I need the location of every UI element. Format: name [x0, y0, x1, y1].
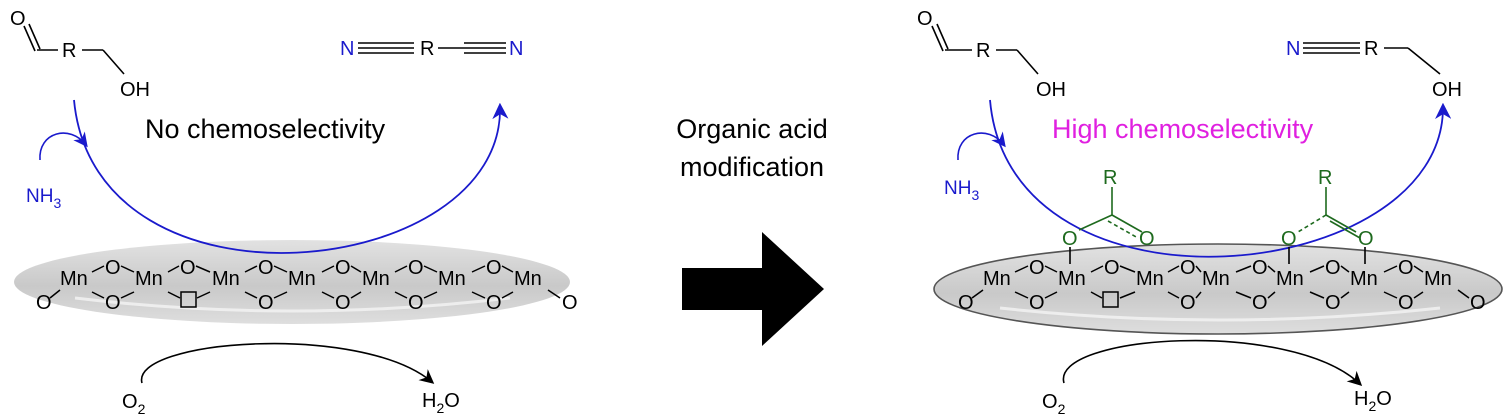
right-surface-bonds [971, 265, 1470, 299]
svg-text:O: O [562, 292, 578, 314]
left-caption: No chemoselectivity [145, 114, 386, 144]
svg-text:Mn: Mn [1058, 268, 1086, 290]
left-reactant-hydroxyaldehyde: O R OH [10, 8, 150, 101]
svg-text:O: O [408, 257, 424, 279]
left-reactant-r: R [62, 40, 76, 62]
svg-text:O: O [1252, 292, 1268, 314]
middle-label-line2: modification [680, 152, 824, 182]
svg-text:Mn: Mn [1350, 268, 1378, 290]
svg-text:Mn: Mn [1424, 268, 1452, 290]
svg-text:Mn: Mn [212, 268, 240, 290]
svg-text:Mn: Mn [983, 268, 1011, 290]
right-o2-label: O2 [1042, 391, 1066, 417]
carboxylate-2-o-left: O [1281, 228, 1297, 250]
left-o2-label: O2 [122, 391, 146, 417]
left-panel: O R OH N R N NH3 No chemoselectivity O M… [10, 8, 578, 417]
middle-transition: Organic acid modification [676, 114, 828, 346]
svg-text:O: O [105, 257, 121, 279]
right-reactant-r: R [976, 40, 990, 62]
svg-text:O: O [486, 257, 502, 279]
right-nh3-label: NH3 [944, 178, 979, 203]
left-surface-bonds [49, 265, 561, 299]
right-product-r: R [1364, 38, 1378, 60]
svg-text:Mn: Mn [60, 268, 88, 290]
svg-text:O: O [1398, 292, 1414, 314]
left-product-n1: N [340, 38, 354, 60]
svg-text:O: O [258, 292, 274, 314]
right-panel: O R OH N R OH NH3 High chemoselectivity [917, 8, 1503, 417]
svg-text:O: O [408, 292, 424, 314]
carboxylate-2-r: R [1318, 167, 1332, 189]
right-reactant-hydroxyaldehyde: O R OH [917, 8, 1066, 101]
svg-text:O: O [258, 257, 274, 279]
svg-text:O: O [1325, 292, 1341, 314]
left-reaction-arrow [73, 99, 509, 254]
left-product-dinitrile: N R N [340, 38, 523, 60]
right-product-hydroxynitrile: N R OH [1286, 38, 1462, 101]
left-product-r: R [420, 38, 434, 60]
svg-text:O: O [1104, 257, 1120, 279]
left-reactant-o: O [10, 8, 26, 30]
svg-text:O: O [180, 257, 196, 279]
middle-label-line1: Organic acid [676, 114, 828, 144]
svg-text:O: O [335, 292, 351, 314]
svg-text:Mn: Mn [514, 268, 542, 290]
svg-text:Mn: Mn [1276, 268, 1304, 290]
right-reactant-o: O [917, 8, 933, 30]
left-reactant-oh: OH [120, 79, 150, 101]
carboxylate-1 [1069, 187, 1143, 264]
right-product-n: N [1286, 38, 1300, 60]
right-nh3-arrow [957, 131, 1006, 161]
svg-text:O: O [1029, 292, 1045, 314]
left-catalyst-surface [14, 240, 570, 324]
svg-text:O: O [1398, 257, 1414, 279]
svg-text:O: O [1180, 292, 1196, 314]
left-oxygen-vacancy [180, 291, 197, 308]
carboxylate-2 [1288, 187, 1366, 264]
left-product-n2: N [509, 38, 523, 60]
svg-text:O: O [958, 292, 974, 314]
svg-text:O: O [486, 292, 502, 314]
svg-text:O: O [1029, 257, 1045, 279]
right-reactant-oh: OH [1036, 79, 1066, 101]
svg-text:O: O [1470, 292, 1486, 314]
carboxylate-1-o-left: O [1062, 228, 1078, 250]
right-surface-chain: O Mn O O Mn O Mn O O Mn O O Mn O O Mn O … [958, 257, 1486, 314]
svg-text:O: O [1252, 257, 1268, 279]
modification-arrow [682, 232, 824, 346]
svg-text:Mn: Mn [362, 268, 390, 290]
svg-text:O: O [335, 257, 351, 279]
carboxylate-2-o-right: O [1358, 228, 1374, 250]
left-surface-chain: O Mn O O Mn O Mn O O Mn O O Mn O O Mn O … [36, 257, 578, 314]
right-product-oh: OH [1432, 79, 1462, 101]
svg-text:Mn: Mn [1202, 268, 1230, 290]
svg-text:O: O [105, 292, 121, 314]
svg-text:Mn: Mn [288, 268, 316, 290]
left-o2-h2o-arrow [141, 342, 435, 384]
left-h2o-label: H2O [422, 390, 460, 416]
left-nh3-label: NH3 [26, 186, 61, 211]
left-nh3-arrow [39, 131, 88, 161]
svg-text:O: O [36, 292, 52, 314]
right-h2o-label: H2O [1354, 388, 1392, 414]
carboxylate-1-o-right: O [1139, 228, 1155, 250]
svg-text:Mn: Mn [438, 268, 466, 290]
svg-text:Mn: Mn [1136, 268, 1164, 290]
svg-text:O: O [1180, 257, 1196, 279]
svg-text:O: O [1325, 257, 1341, 279]
right-oxygen-vacancy [1102, 291, 1119, 308]
svg-text:Mn: Mn [135, 268, 163, 290]
carboxylate-1-r: R [1103, 167, 1117, 189]
right-reaction-arrow [989, 99, 1452, 258]
right-catalyst-surface [933, 243, 1503, 335]
right-o2-h2o-arrow [1062, 339, 1363, 386]
right-caption: High chemoselectivity [1052, 114, 1314, 144]
